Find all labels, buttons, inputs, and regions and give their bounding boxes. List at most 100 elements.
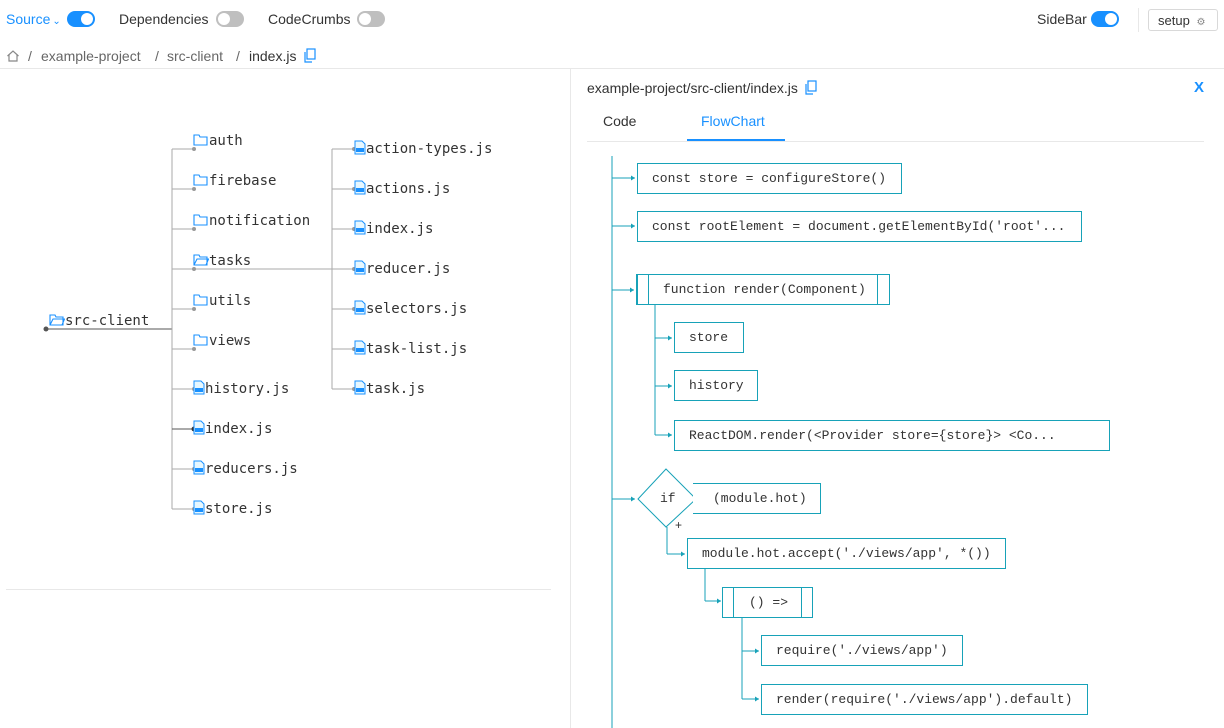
tab-code[interactable]: Code bbox=[603, 113, 637, 129]
folder-icon bbox=[193, 134, 208, 146]
dependencies-toggle[interactable] bbox=[216, 11, 244, 27]
js-file-icon bbox=[354, 340, 366, 355]
tab-flowchart[interactable]: FlowChart bbox=[701, 113, 765, 129]
tree-file[interactable]: reducers.js bbox=[193, 460, 298, 478]
flow-function-divider-right bbox=[877, 275, 878, 304]
flow-function-label: () => bbox=[749, 595, 789, 610]
setup-label: setup bbox=[1158, 13, 1190, 28]
flow-statement[interactable]: require('./views/app') bbox=[761, 635, 963, 666]
js-file-icon bbox=[354, 300, 366, 315]
setup-button[interactable]: setup ⚙ bbox=[1148, 9, 1218, 31]
folder-open-icon bbox=[193, 254, 210, 266]
breadcrumb-separator: / bbox=[236, 48, 240, 64]
tree-file[interactable]: index.js bbox=[354, 220, 433, 238]
tree-folder[interactable]: views bbox=[193, 332, 251, 350]
source-tree: src-client auth firebase notification ta… bbox=[0, 70, 570, 590]
tree-file[interactable]: index.js bbox=[193, 420, 272, 438]
tabs-divider bbox=[587, 141, 1204, 142]
file-label: history.js bbox=[205, 381, 290, 397]
source-dropdown[interactable]: Source⌄ bbox=[6, 10, 61, 31]
flow-statement[interactable]: history bbox=[674, 370, 758, 401]
js-file-icon bbox=[193, 460, 205, 475]
file-label: reducer.js bbox=[366, 261, 451, 277]
chevron-down-icon: ⌄ bbox=[52, 16, 61, 27]
flow-function[interactable]: () => bbox=[722, 587, 813, 618]
js-file-icon bbox=[193, 500, 205, 515]
flowchart: const store = configureStore() const roo… bbox=[587, 142, 1207, 728]
sidebar-label: SideBar bbox=[1037, 11, 1087, 27]
flow-statement[interactable]: const rootElement = document.getElementB… bbox=[637, 211, 1082, 242]
source-toggle[interactable] bbox=[67, 11, 95, 27]
flow-statement[interactable]: ReactDOM.render(<Provider store={store}>… bbox=[674, 420, 1110, 451]
breadcrumb-divider bbox=[0, 68, 1224, 69]
tree-folder[interactable]: utils bbox=[193, 292, 251, 310]
if-diamond bbox=[637, 468, 697, 528]
tree-bottom-divider bbox=[6, 589, 551, 590]
codecrumbs-toggle[interactable] bbox=[357, 11, 385, 27]
breadcrumb-item-project[interactable]: example-project bbox=[41, 48, 141, 64]
copy-icon[interactable] bbox=[805, 80, 817, 95]
flow-condition[interactable]: (module.hot) bbox=[693, 483, 821, 514]
close-button[interactable]: X bbox=[1194, 79, 1205, 96]
tree-folder[interactable]: tasks bbox=[193, 252, 251, 270]
tree-file[interactable]: task-list.js bbox=[354, 340, 467, 358]
home-icon[interactable] bbox=[6, 49, 20, 63]
folder-icon bbox=[193, 174, 208, 186]
tree-file[interactable]: task.js bbox=[354, 380, 425, 398]
folder-label: src-client bbox=[65, 313, 150, 329]
detail-file-path: example-project/src-client/index.js bbox=[587, 79, 817, 97]
file-label: selectors.js bbox=[366, 301, 468, 317]
panel-divider[interactable] bbox=[570, 69, 571, 728]
tree-file[interactable]: selectors.js bbox=[354, 300, 467, 318]
file-label: actions.js bbox=[366, 181, 451, 197]
js-file-icon bbox=[354, 380, 366, 395]
folder-label: notification bbox=[209, 213, 311, 229]
tree-connectors bbox=[43, 147, 356, 511]
gear-icon: ⚙ bbox=[1196, 17, 1206, 28]
file-label: index.js bbox=[366, 221, 434, 237]
file-label: index.js bbox=[205, 421, 273, 437]
breadcrumb: / example-project / src-client / index.j… bbox=[0, 44, 1224, 68]
js-file-icon bbox=[354, 140, 366, 155]
codecrumbs-label: CodeCrumbs bbox=[268, 11, 351, 27]
flow-if-label: if bbox=[660, 491, 676, 506]
top-toolbar: Source⌄ Dependencies CodeCrumbs SideBar … bbox=[0, 0, 1224, 38]
tree-file[interactable]: reducer.js bbox=[354, 260, 450, 278]
tree-folder[interactable]: auth bbox=[193, 132, 243, 150]
breadcrumb-separator: / bbox=[28, 48, 32, 64]
folder-label: tasks bbox=[209, 253, 252, 269]
flow-function[interactable]: function render(Component) bbox=[636, 274, 890, 305]
sidebar-toggle[interactable] bbox=[1091, 11, 1119, 27]
breadcrumb-item-file: index.js bbox=[249, 48, 297, 64]
js-file-icon bbox=[193, 420, 205, 435]
detail-path-text: example-project/src-client/index.js bbox=[587, 80, 798, 96]
folder-icon bbox=[193, 334, 208, 346]
breadcrumb-separator: / bbox=[155, 48, 159, 64]
toolbar-divider bbox=[1138, 8, 1139, 32]
flow-statement[interactable]: const store = configureStore() bbox=[637, 163, 902, 194]
tree-file[interactable]: history.js bbox=[193, 380, 289, 398]
active-tab-indicator bbox=[687, 139, 785, 141]
tree-folder[interactable]: firebase bbox=[193, 172, 276, 190]
file-label: store.js bbox=[205, 501, 273, 517]
flow-function-label: function render(Component) bbox=[663, 282, 866, 297]
file-label: task.js bbox=[366, 381, 426, 397]
flow-statement[interactable]: store bbox=[674, 322, 744, 353]
file-label: reducers.js bbox=[205, 461, 298, 477]
flow-statement[interactable]: module.hot.accept('./views/app', *()) bbox=[687, 538, 1006, 569]
tree-file[interactable]: store.js bbox=[193, 500, 272, 518]
flow-function-divider-left bbox=[648, 275, 649, 304]
tree-file[interactable]: action-types.js bbox=[354, 140, 492, 158]
js-file-icon bbox=[354, 220, 366, 235]
folder-icon bbox=[193, 214, 208, 226]
tree-file[interactable]: actions.js bbox=[354, 180, 450, 198]
breadcrumb-item-folder[interactable]: src-client bbox=[167, 48, 224, 64]
file-label: task-list.js bbox=[366, 341, 468, 357]
copy-icon[interactable] bbox=[304, 48, 316, 63]
folder-open-icon bbox=[49, 314, 66, 326]
flow-statement[interactable]: render(require('./views/app').default) bbox=[761, 684, 1088, 715]
tree-folder[interactable]: notification bbox=[193, 212, 310, 230]
folder-label: auth bbox=[209, 133, 243, 149]
source-label: Source bbox=[6, 11, 51, 27]
tree-root-folder[interactable]: src-client bbox=[49, 312, 149, 330]
